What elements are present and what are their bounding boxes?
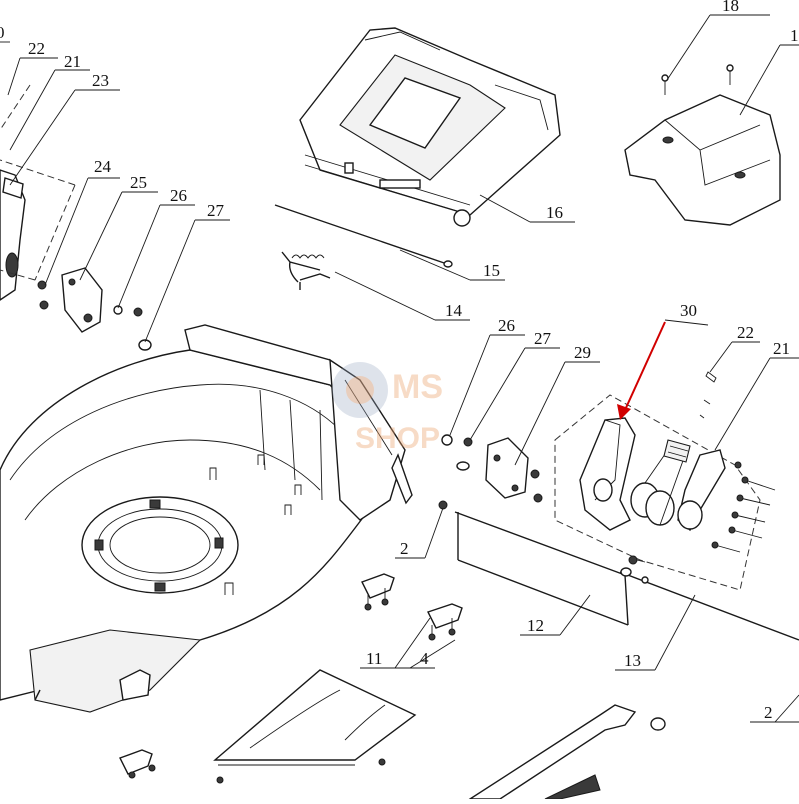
part-label-24: 24 (94, 157, 112, 176)
adjust-plate-part-29 (485, 437, 529, 499)
rear-side-panel (329, 358, 413, 521)
part-label-27: 27 (207, 201, 225, 220)
mower-deck (0, 324, 371, 713)
part-label-14: 14 (445, 301, 463, 320)
dashed-group-left (0, 84, 76, 281)
part-label-22: 22 (28, 39, 45, 58)
grass-catcher-lid (299, 27, 561, 227)
part-labels: 0 22 21 23 24 25 26 27 18 1 16 15 14 30 … (0, 0, 799, 722)
part-label-4: 4 (420, 649, 429, 668)
part-label-27-right: 27 (534, 329, 552, 348)
hinge-rod-part-15 (274, 204, 453, 268)
small-hardware-left (37, 280, 152, 351)
part-label-1: 1 (790, 26, 799, 45)
part-label-0: 0 (0, 23, 5, 42)
part-label-22-right: 22 (737, 323, 754, 342)
rear-shaft-part-12 (454, 511, 632, 626)
mulch-deflector (213, 669, 417, 766)
adjust-plate-part-25 (61, 267, 103, 333)
rear-axle-part-13 (619, 571, 799, 641)
part-label-29: 29 (574, 343, 591, 362)
part-label-21: 21 (64, 52, 81, 71)
part-label-2: 2 (400, 539, 409, 558)
part-label-25: 25 (130, 173, 147, 192)
clips-part-11-4 (119, 573, 463, 784)
part-label-30: 30 (680, 301, 697, 320)
part-label-15: 15 (483, 261, 500, 280)
ms-shop-watermark: MS SHOP (332, 362, 443, 455)
bolts-right (699, 371, 776, 553)
part-label-26: 26 (170, 186, 187, 205)
handle-lower (467, 704, 666, 800)
leader-lines (0, 14, 799, 723)
watermark-line2: SHOP (355, 422, 440, 455)
torsion-spring-part-14 (281, 251, 331, 290)
watermark-line1: MS (392, 368, 443, 406)
height-adjust-lever-left (0, 169, 26, 301)
part-label-11: 11 (366, 649, 382, 668)
part-label-23: 23 (92, 71, 109, 90)
part-label-26-right: 26 (498, 316, 515, 335)
part-label-16: 16 (546, 203, 563, 222)
part-label-18: 18 (722, 0, 739, 15)
part-label-13: 13 (624, 651, 641, 670)
part-label-21-right: 21 (773, 339, 790, 358)
part-label-12: 12 (527, 616, 544, 635)
rear-bracket-part-1 (624, 64, 781, 226)
red-callout-arrow (617, 321, 666, 420)
height-adjust-lever-part-30 (554, 394, 761, 591)
part-label-2-bottom: 2 (764, 703, 773, 722)
